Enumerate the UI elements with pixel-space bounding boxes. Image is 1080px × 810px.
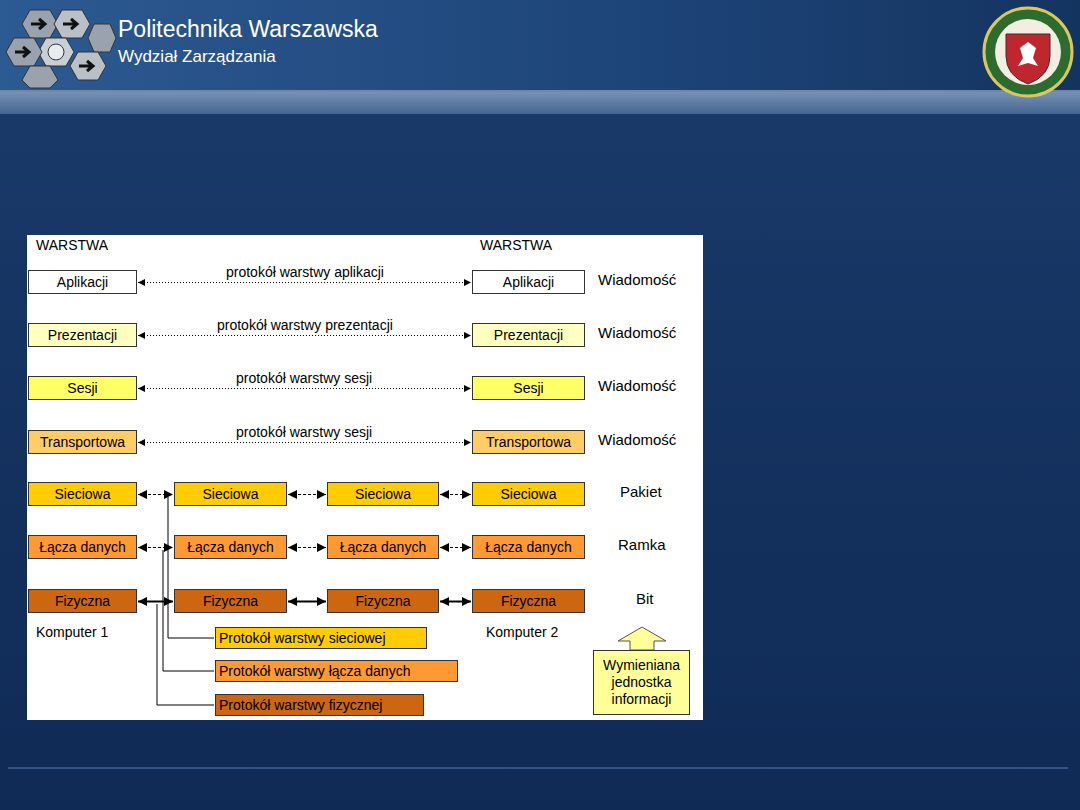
protocol-connector: [138, 335, 471, 336]
footer-rule: [8, 768, 1068, 769]
protocol-connector: [440, 494, 471, 495]
layer-box: Sieciowa: [327, 482, 439, 506]
callout-arrow: [618, 627, 666, 650]
diagram-panel: [27, 235, 703, 720]
faculty-logo: [6, 10, 116, 88]
protocol-box: Protokół warstwy sieciowej: [215, 627, 427, 649]
header-rule: [0, 91, 1080, 92]
node-text: Protokół warstwy łącza danych: [219, 663, 410, 680]
unit-label: Wiadomość: [598, 431, 676, 448]
unit-label: Pakiet: [620, 483, 662, 500]
header-title: Politechnika Warszawska: [118, 16, 378, 43]
node-text: Łącza danych: [340, 539, 426, 556]
edge-label: protokół warstwy sesji: [234, 370, 374, 386]
node-text: Transportowa: [40, 434, 125, 451]
protocol-connector: [138, 388, 471, 389]
protocol-connector: [138, 494, 173, 495]
layer-box: Fizyczna: [327, 589, 439, 613]
node-text: Transportowa: [486, 434, 571, 451]
layer-box: Prezentacji: [28, 323, 137, 347]
layer-box: Fizyczna: [472, 589, 585, 613]
node-text: Łącza danych: [485, 539, 571, 556]
layer-box: Łącza danych: [174, 535, 287, 559]
node-text: Aplikacji: [57, 274, 108, 291]
node-text: Fizyczna: [501, 593, 556, 610]
layer-box: Sieciowa: [472, 482, 585, 506]
node-text: Sieciowa: [202, 486, 258, 503]
node-text: Sieciowa: [355, 486, 411, 503]
edge-label: protokół warstwy prezentacji: [215, 317, 395, 333]
layer-box: Łącza danych: [327, 535, 439, 559]
header-subtitle: Wydział Zarządzania: [118, 47, 276, 67]
layer-box: Sieciowa: [28, 482, 137, 506]
node-text: Aplikacji: [503, 274, 554, 291]
layer-box: Aplikacji: [28, 270, 137, 294]
layer-box: Transportowa: [472, 430, 585, 454]
unit-label: Wiadomość: [598, 271, 676, 288]
layer-box: Prezentacji: [472, 323, 585, 347]
layer-box: Sieciowa: [174, 482, 287, 506]
protocol-connector: [138, 601, 173, 603]
layer-box: Sesji: [28, 376, 137, 400]
unit-callout-box: Wymieniana jednostka informacji: [593, 650, 690, 715]
layer-box: Fizyczna: [28, 589, 137, 613]
header-band: [0, 0, 1080, 90]
layer-box: Fizyczna: [174, 589, 287, 613]
protocol-connector: [288, 547, 326, 548]
header-strip: [0, 92, 1080, 114]
protocol-connector: [138, 442, 471, 443]
node-text: Fizyczna: [355, 593, 410, 610]
node-text: Sesji: [67, 380, 97, 397]
protocol-box: Protokół warstwy fizycznej: [215, 694, 424, 716]
unit-label: Wiadomość: [598, 324, 676, 341]
edge-label: protokół warstwy aplikacji: [224, 264, 386, 280]
protocol-connector: [288, 494, 326, 495]
node-text: Fizyczna: [55, 593, 110, 610]
node-text: Protokół warstwy sieciowej: [219, 630, 386, 647]
layer-box: Łącza danych: [472, 535, 585, 559]
university-crest: [984, 8, 1072, 96]
protocol-connector: [288, 601, 326, 603]
unit-label: Ramka: [618, 536, 666, 553]
node-text: Sieciowa: [54, 486, 110, 503]
unit-label: Wiadomość: [598, 377, 676, 394]
protocol-connector: [138, 282, 471, 283]
node-text: Prezentacji: [48, 327, 117, 344]
node-text: Prezentacji: [494, 327, 563, 344]
node-text: Sieciowa: [500, 486, 556, 503]
computer-label: Komputer 1: [36, 624, 108, 640]
computer-label: Komputer 2: [486, 624, 558, 640]
column-heading: WARSTWA: [480, 237, 552, 253]
layer-box: Sesji: [472, 376, 585, 400]
node-text: Łącza danych: [187, 539, 273, 556]
node-text: Sesji: [513, 380, 543, 397]
unit-label: Bit: [636, 590, 654, 607]
layer-box: Łącza danych: [28, 535, 137, 559]
edge-label: protokół warstwy sesji: [234, 424, 374, 440]
column-heading: WARSTWA: [36, 237, 108, 253]
node-text: Wymieniana jednostka informacji: [596, 657, 687, 708]
node-text: Fizyczna: [203, 593, 258, 610]
node-text: Protokół warstwy fizycznej: [219, 697, 382, 714]
protocol-connector: [440, 547, 471, 548]
protocol-connector: [138, 547, 173, 548]
protocol-box: Protokół warstwy łącza danych: [215, 660, 458, 682]
layer-box: Transportowa: [28, 430, 137, 454]
node-text: Łącza danych: [39, 539, 125, 556]
protocol-connector: [440, 601, 471, 603]
layer-box: Aplikacji: [472, 270, 585, 294]
